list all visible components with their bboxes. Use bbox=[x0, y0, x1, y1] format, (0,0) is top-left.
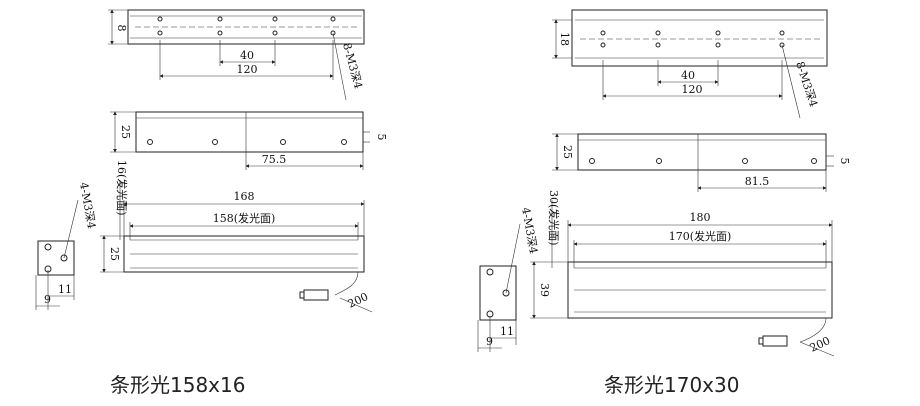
right-front-view: 180 170(发光面) 39 30(发光面) 200 9 bbox=[477, 190, 835, 357]
right-top-span-label: 120 bbox=[682, 83, 703, 96]
mount-holes bbox=[157, 16, 336, 36]
right-caption: 条形光170x30 bbox=[604, 373, 739, 397]
right-front-emit-label: 170(发光面) bbox=[669, 229, 732, 243]
right-front-emit-height-label: 30(发光面) bbox=[547, 190, 561, 246]
mount-holes bbox=[600, 30, 785, 48]
left-top-view: 8 40 120 8-M3深4 bbox=[108, 9, 365, 101]
right-product: 18 40 120 8-M3深4 5 bbox=[477, 9, 851, 397]
right-side-view: 5 25 81.5 bbox=[552, 133, 851, 192]
right-end-w1-label: 11 bbox=[500, 325, 514, 338]
left-product: 8 40 120 8-M3深4 5 bbox=[35, 9, 388, 397]
left-end-w2-label: 9 bbox=[44, 293, 51, 306]
right-top-view: 18 40 120 8-M3深4 bbox=[552, 9, 828, 119]
left-end-w1-label: 11 bbox=[58, 283, 72, 296]
left-front-height-label: 25 bbox=[108, 247, 121, 261]
left-top-height-label: 8 bbox=[115, 25, 128, 32]
left-side-view: 5 25 75.5 bbox=[110, 111, 388, 170]
right-end-holes-label: 4-M3深4 bbox=[519, 206, 540, 255]
right-front-length-label: 180 bbox=[690, 211, 711, 224]
left-top-span-label: 120 bbox=[237, 63, 258, 76]
left-top-holes-label: 8-M3深4 bbox=[340, 41, 365, 90]
right-end-w2-label: 9 bbox=[486, 335, 493, 348]
right-side-edge-label: 5 bbox=[838, 158, 851, 165]
right-top-pitch-label: 40 bbox=[681, 69, 695, 82]
right-top-height-label: 18 bbox=[558, 32, 571, 46]
left-top-pitch-label: 40 bbox=[240, 49, 254, 62]
left-front-view: 168 158(发光面) 25 16(发光面) 200 bbox=[35, 160, 373, 313]
left-side-offset-label: 75.5 bbox=[262, 153, 287, 166]
side-holes bbox=[589, 158, 817, 164]
right-top-holes-label: 8-M3深4 bbox=[793, 60, 820, 109]
right-side-height-label: 25 bbox=[561, 145, 574, 159]
right-side-offset-label: 81.5 bbox=[745, 175, 770, 188]
left-front-emit-height-label: 16(发光面) bbox=[115, 160, 129, 216]
left-end-holes-label: 4-M3深4 bbox=[77, 181, 98, 230]
left-caption: 条形光158x16 bbox=[110, 373, 245, 397]
left-side-edge-label: 5 bbox=[375, 134, 388, 141]
left-front-length-label: 168 bbox=[234, 190, 255, 203]
right-front-height-label: 39 bbox=[538, 283, 551, 297]
side-holes bbox=[147, 139, 347, 145]
left-side-height-label: 25 bbox=[119, 125, 132, 139]
left-front-emit-label: 158(发光面) bbox=[213, 211, 276, 225]
left-cable-label: 200 bbox=[346, 290, 371, 311]
